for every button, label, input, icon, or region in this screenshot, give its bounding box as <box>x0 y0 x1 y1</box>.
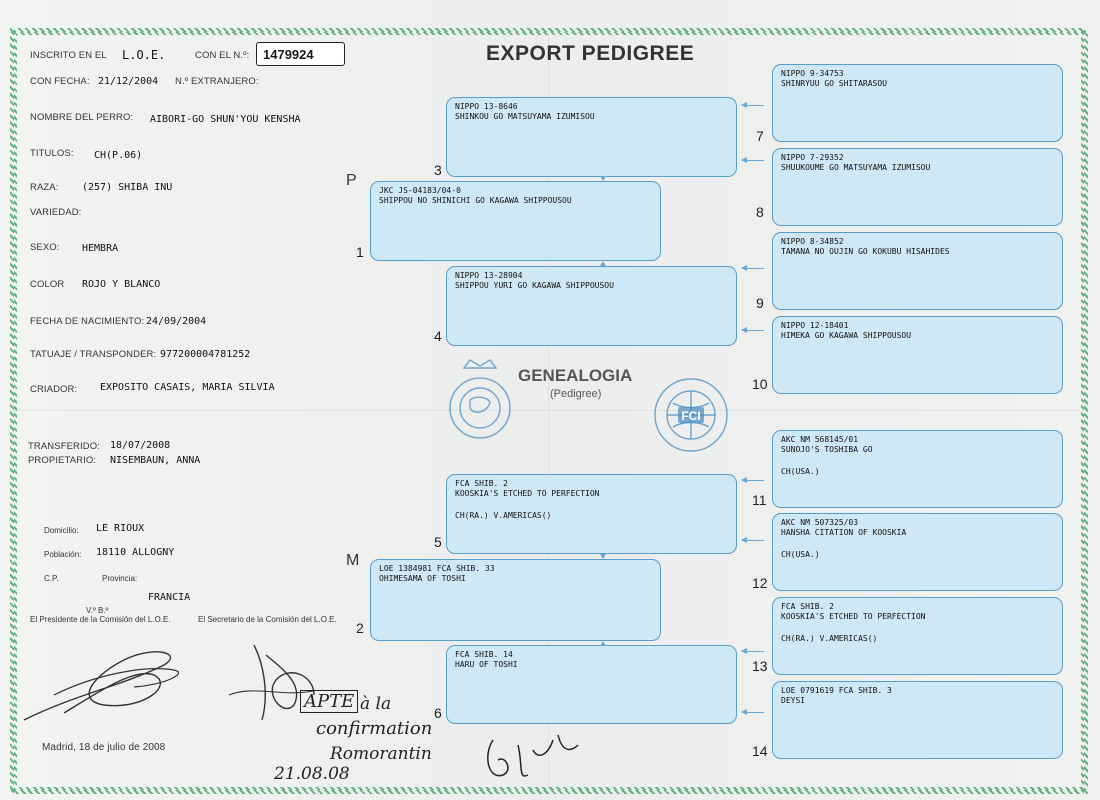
pais-value: FRANCIA <box>148 592 191 603</box>
pedigree-box-14: LOE 0791619 FCA SHIB. 3 DEYSI <box>772 681 1063 759</box>
pedigree-box-2: LOE 1384981 FCA SHIB. 33 OHIMESAMA OF TO… <box>370 559 661 641</box>
pedigree-number: 13 <box>752 658 768 674</box>
pedigree-number: 4 <box>434 328 442 344</box>
genealogia-title: GENEALOGIA <box>518 366 633 385</box>
transferido-value: 18/07/2008 <box>110 440 171 451</box>
pedigree-number: 3 <box>434 162 442 178</box>
fecha-label: CON FECHA: <box>30 76 90 87</box>
fci-seal-label: FCI <box>681 409 700 423</box>
fecha-value: 21/12/2004 <box>98 76 159 87</box>
poblacion-value: 18110 ALLOGNY <box>96 547 175 558</box>
tatuaje-value: 977200004781252 <box>160 349 251 360</box>
domicilio-label: Domicilio: <box>44 526 79 535</box>
pedigree-box-10: NIPPO 12-18401 HIMEKA GO KAGAWA SHIPPOUS… <box>772 316 1063 394</box>
pedigree-number: 12 <box>752 575 768 591</box>
fold-line <box>548 30 549 790</box>
pedigree-box-4: NIPPO 13-28904 SHIPPOU YURI GO KAGAWA SH… <box>446 266 737 346</box>
pedigree-box-13: FCA SHIB. 2 KOOSKIA'S ETCHED TO PERFECTI… <box>772 597 1063 675</box>
registration-number-box: 1479924 <box>256 42 345 66</box>
nombre-value: AIBORI-GO SHUN'YOU KENSHA <box>150 114 301 125</box>
pedigree-box-7: NIPPO 9-34753 SHINRYUU GO SHITARASOU <box>772 64 1063 142</box>
handwritten-signature <box>487 734 579 777</box>
handwritten-text: à la <box>360 694 392 714</box>
connector-arrow <box>741 102 764 108</box>
pedigree-box-12: AKC NM 507325/03 HANSHA CITATION OF KOOS… <box>772 513 1063 591</box>
provincia-label: Provincia: <box>102 574 138 583</box>
connector-arrow <box>741 709 764 715</box>
presidente-label: El Presidente de la Comisión del L.O.E. <box>30 615 171 624</box>
pedigree-box-1: JKC JS-04183/04-0 SHIPPOU NO SHINICHI GO… <box>370 181 661 261</box>
titulos-value: CH(P.06) <box>94 150 143 161</box>
pedigree-number: 5 <box>434 534 442 550</box>
pedigree-number: 6 <box>434 705 442 721</box>
pedigree-box-3: NIPPO 13-8646 SHINKOU GO MATSUYAMA IZUMI… <box>446 97 737 177</box>
variedad-label: VARIEDAD: <box>30 207 82 218</box>
cp-label: C.P. <box>44 574 59 583</box>
rsce-seal-text: REAL SOCIEDAD CANINA · ESPAÑA <box>420 460 421 461</box>
handwritten-date: 21.08.08 <box>274 764 350 784</box>
pedigree-box-9: NIPPO 8-34852 TAMANA NO OUJIN GO KOKUBU … <box>772 232 1063 310</box>
vb-label: V.º B.º <box>86 606 109 615</box>
criador-value: EXPOSITO CASAIS, MARIA SILVIA <box>100 382 275 393</box>
titulos-label: TITULOS: <box>30 148 74 159</box>
pedigree-number: 11 <box>752 492 767 508</box>
pedigree-number: 14 <box>752 743 768 759</box>
raza-label: RAZA: <box>30 182 59 193</box>
transferido-label: TRANSFERIDO: <box>28 441 100 452</box>
page-title: EXPORT PEDIGREE <box>486 42 695 65</box>
genealogia-subtitle: (Pedigree) <box>550 388 602 400</box>
connector-arrow <box>741 477 764 483</box>
pedigree-number: 7 <box>756 128 764 144</box>
inscrito-label: INSCRITO EN EL <box>30 50 107 61</box>
sexo-value: HEMBRA <box>82 243 119 254</box>
connector-arrow <box>741 648 764 654</box>
pedigree-box-11: AKC NM 568145/01 SUNOJO'S TOSHIBA GO CH(… <box>772 430 1063 508</box>
handwritten-text: Romorantin <box>330 744 432 764</box>
pedigree-box-5: FCA SHIB. 2 KOOSKIA'S ETCHED TO PERFECTI… <box>446 474 737 554</box>
pedigree-number: 2 <box>356 620 364 636</box>
tatuaje-label: TATUAJE / TRANSPONDER: <box>30 349 157 360</box>
connector-arrow <box>600 176 606 181</box>
pedigree-box-8: NIPPO 7-29352 SHUUKOUME GO MATSUYAMA IZU… <box>772 148 1063 226</box>
connector-arrow <box>741 157 764 163</box>
pedigree-number: 9 <box>756 295 764 311</box>
place-date: Madrid, 18 de julio de 2008 <box>42 742 166 753</box>
extranjero-label: N.º EXTRANJERO: <box>175 76 259 87</box>
parent-m-label: M <box>346 552 360 569</box>
numero-label: CON EL N.º: <box>195 50 250 61</box>
connector-arrow <box>741 265 764 271</box>
connector-arrow <box>741 537 764 543</box>
color-value: ROJO Y BLANCO <box>82 279 161 290</box>
color-label: COLOR <box>30 279 65 290</box>
propietario-label: PROPIETARIO: <box>28 455 97 466</box>
connector-arrow <box>741 327 764 333</box>
sexo-label: SEXO: <box>30 242 60 253</box>
domicilio-value: LE RIOUX <box>96 523 145 534</box>
handwritten-apte: APTE <box>300 690 359 713</box>
handwritten-signature <box>23 644 315 721</box>
inscrito-value: L.O.E. <box>122 48 166 62</box>
nacimiento-value: 24/09/2004 <box>146 316 207 327</box>
handwritten-text: confirmation <box>316 718 433 739</box>
rsce-seal-icon <box>449 359 511 439</box>
connector-arrow <box>600 554 606 559</box>
poblacion-label: Población: <box>44 550 82 559</box>
pedigree-box-6: FCA SHIB. 14 HARU OF TOSHI <box>446 645 737 724</box>
pedigree-number: 10 <box>752 376 768 392</box>
secretario-label: El Secretario de la Comisión del L.O.E. <box>198 615 337 624</box>
criador-label: CRIADOR: <box>30 384 78 395</box>
connector-arrow <box>600 261 606 266</box>
pedigree-number: 1 <box>356 244 364 260</box>
pedigree-number: 8 <box>756 204 764 220</box>
parent-p-label: P <box>346 172 357 189</box>
fold-line <box>12 410 1088 411</box>
nombre-label: NOMBRE DEL PERRO: <box>30 112 134 123</box>
fci-seal-icon: FCI <box>654 378 728 452</box>
nacimiento-label: FECHA DE NACIMIENTO: <box>30 316 145 327</box>
propietario-value: NISEMBAUN, ANNA <box>110 455 201 466</box>
connector-arrow <box>600 641 606 646</box>
raza-value: (257) SHIBA INU <box>82 182 173 193</box>
